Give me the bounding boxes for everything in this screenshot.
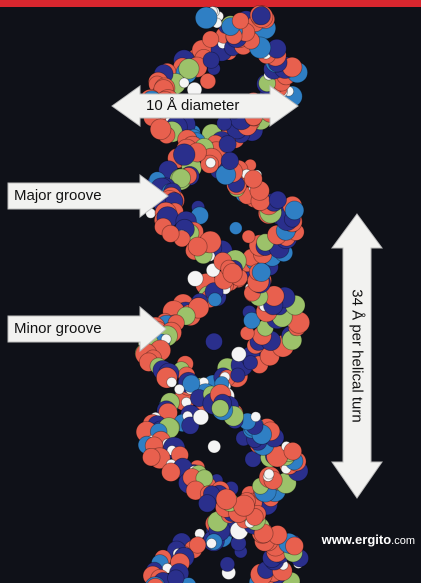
ergito-watermark: www.ergito.com [322,532,415,547]
atom-sphere [207,538,217,548]
atom-sphere [216,489,237,510]
atom-sphere [208,440,221,453]
atom-sphere [230,222,243,235]
atom-sphere [231,368,245,382]
atom-sphere [284,442,302,460]
atom-sphere [252,263,271,282]
atom-sphere [243,356,257,370]
atom-sphere [208,293,222,307]
atom-sphere [173,144,195,166]
atom-sphere [203,52,219,68]
atom-sphere [221,152,239,170]
atom-sphere [202,31,218,47]
atom-sphere [285,201,304,220]
atom-sphere [195,7,217,29]
atom-sphere [269,191,286,208]
atom-sphere [244,170,262,188]
atom-sphere [150,119,171,140]
atom-sphere [198,495,216,513]
major-groove-label: Major groove [14,187,102,204]
atom-sphere [200,73,216,89]
atom-sphere [252,7,270,25]
atom-sphere [188,237,207,256]
atom-sphere [223,264,242,283]
atom-sphere [143,448,161,466]
atom-sphere [206,158,216,168]
atom-sphere [206,333,223,350]
top-banner [0,0,421,7]
watermark-main: www.ergito [322,532,392,547]
atom-sphere [174,384,184,394]
atom-sphere [286,537,304,555]
minor-groove-label: Minor groove [14,320,102,337]
atom-sphere [220,557,235,572]
watermark-suffix: .com [391,535,415,547]
helical-turn-label: 34 Å per helical turn [349,289,366,422]
atom-sphere [212,400,229,417]
diameter-label: 10 Å diameter [146,97,239,114]
atom-sphere [242,230,255,243]
atom-sphere [162,463,181,482]
atom-sphere [251,412,261,422]
atom-sphere [232,13,248,29]
atom-sphere [162,225,179,242]
atom-sphere [188,271,204,287]
atom-sphere [168,570,185,583]
atom-sphere [264,469,274,479]
atom-sphere [219,136,236,153]
